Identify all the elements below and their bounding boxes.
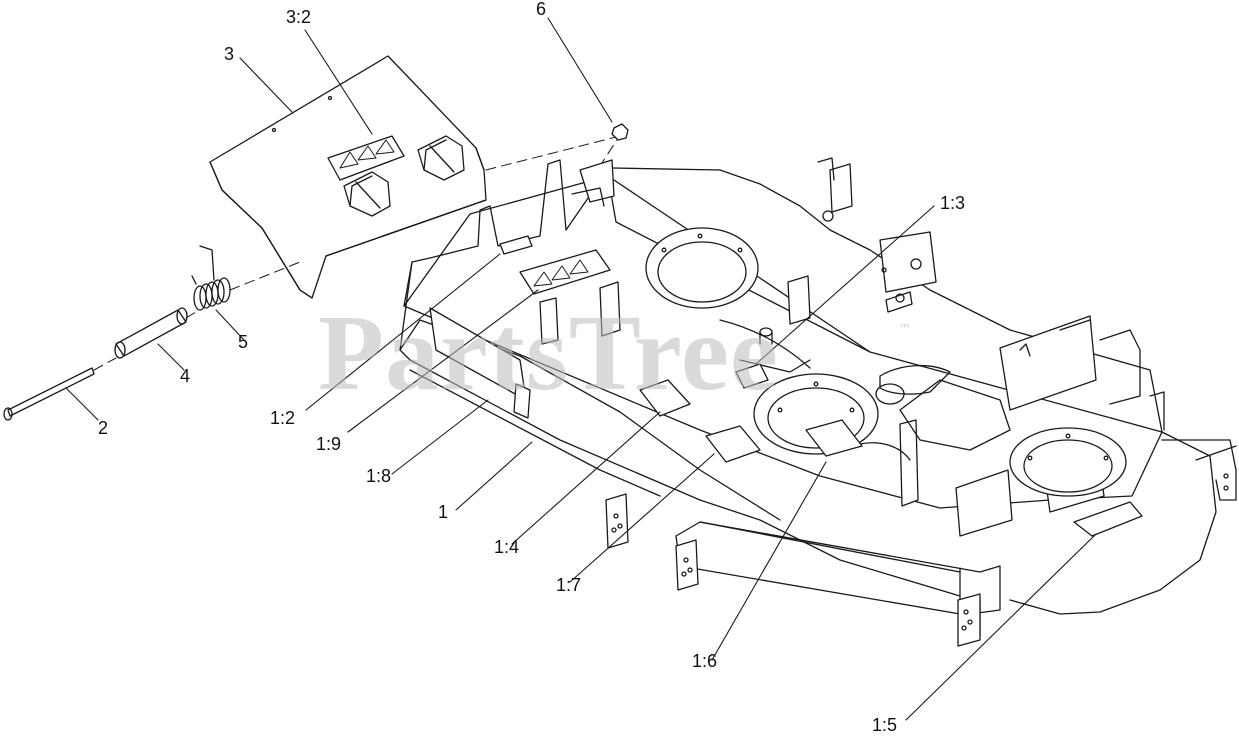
spacer-tube bbox=[114, 307, 188, 359]
callout-3-2: 3:2 bbox=[286, 7, 312, 27]
callout-2: 2 bbox=[98, 418, 109, 438]
callout-1-9: 1:9 bbox=[316, 434, 342, 454]
callout-6: 6 bbox=[536, 0, 547, 19]
decal-1-7 bbox=[705, 425, 761, 463]
callout-1-3: 1:3 bbox=[940, 193, 966, 213]
watermark-text: PartsTree bbox=[318, 294, 779, 413]
pivot-pin bbox=[3, 367, 95, 421]
decal-1-5 bbox=[1073, 501, 1143, 537]
callout-5: 5 bbox=[238, 332, 249, 352]
decal-1-6 bbox=[805, 419, 863, 457]
callout-1-5: 1:5 bbox=[872, 715, 898, 735]
decal-1-4 bbox=[639, 379, 691, 417]
callout-1: 1 bbox=[438, 502, 449, 522]
lock-nut bbox=[611, 123, 629, 141]
callout-4: 4 bbox=[180, 366, 191, 386]
callout-1-2: 1:2 bbox=[270, 408, 296, 428]
spring bbox=[191, 245, 231, 311]
callout-1-8: 1:8 bbox=[366, 466, 392, 486]
leader-lines bbox=[65, 17, 1097, 721]
assembly-lines bbox=[93, 131, 623, 371]
callout-1-4: 1:4 bbox=[494, 537, 520, 557]
callout-1-6: 1:6 bbox=[692, 651, 718, 671]
deflector-shield bbox=[209, 55, 487, 299]
deck-shell bbox=[399, 157, 1237, 647]
decal-1-3 bbox=[735, 363, 769, 389]
callout-1-7: 1:7 bbox=[556, 575, 582, 595]
callout-3: 3 bbox=[224, 44, 235, 64]
watermark-trademark: ™ bbox=[898, 322, 912, 338]
